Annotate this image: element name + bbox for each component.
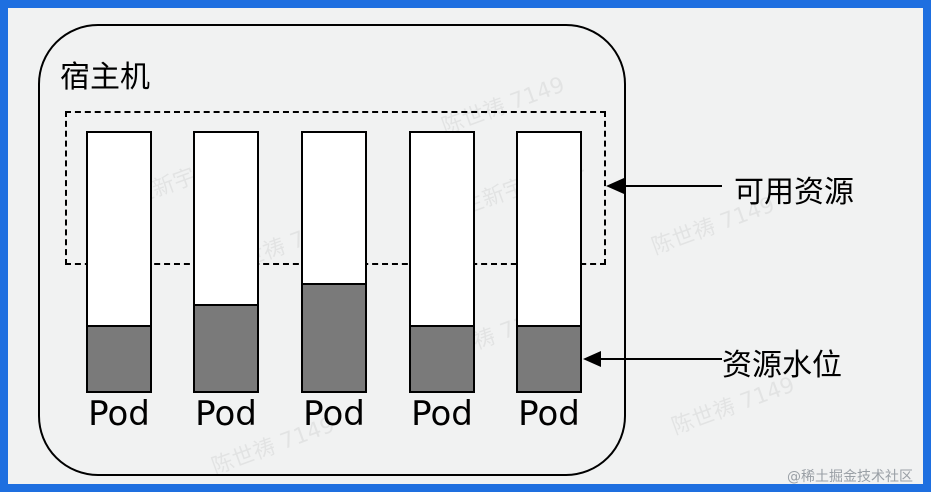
pod-usage-fill (303, 283, 365, 391)
host-machine-box (38, 24, 626, 476)
pod-box (516, 131, 582, 393)
pod-box (409, 131, 475, 393)
waterline-arrow (583, 351, 722, 367)
pod-usage-fill (411, 324, 473, 391)
host-label: 宿主机 (60, 60, 150, 95)
pod-box (193, 131, 259, 393)
pod-usage-fill (195, 303, 257, 391)
pod-label: Pod (88, 394, 150, 434)
pod-usage-fill (88, 324, 150, 391)
pod-label: Pod (411, 394, 473, 434)
pod-label: Pod (195, 394, 257, 434)
source-credit: @稀土掘金技术社区 (787, 469, 913, 485)
resource-waterline-label: 资源水位 (722, 348, 842, 383)
pod-box (301, 131, 367, 393)
pod-label: Pod (303, 394, 365, 434)
pod-label: Pod (518, 394, 580, 434)
available-arrow (606, 178, 722, 194)
pod-usage-fill (518, 324, 580, 391)
available-resources-label: 可用资源 (734, 175, 854, 210)
pod-box (86, 131, 152, 393)
